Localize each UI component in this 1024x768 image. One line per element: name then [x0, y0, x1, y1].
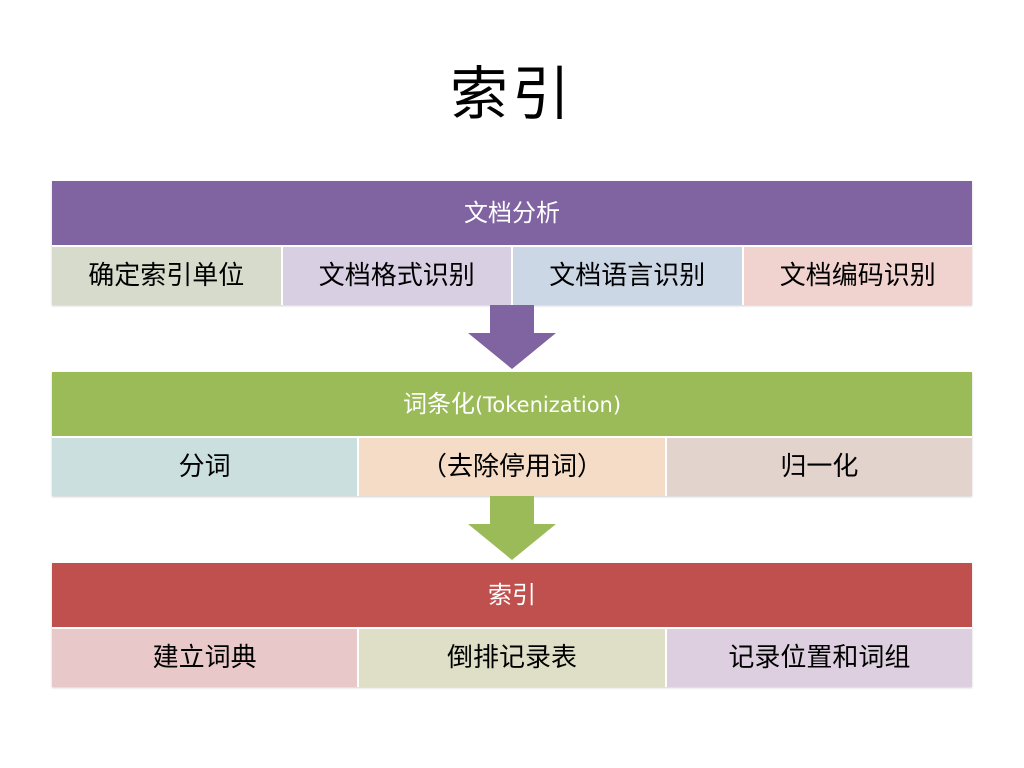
- stage-steps-row: 分词 （去除停用词） 归一化: [52, 436, 972, 496]
- slide-title: 索引: [449, 60, 574, 128]
- stage-header-indexing: 索引: [52, 563, 972, 627]
- stage-indexing: 索引 建立词典 倒排记录表 记录位置和词组: [52, 563, 972, 687]
- down-arrow-2: [468, 496, 556, 560]
- stage-header-label: 词条化: [402, 390, 475, 418]
- step-document-format-recognition: 文档格式识别: [282, 247, 511, 305]
- stage-header-document-analysis: 文档分析: [52, 181, 972, 245]
- stage-tokenization: 词条化(Tokenization) 分词 （去除停用词） 归一化: [52, 372, 972, 496]
- step-build-dictionary: 建立词典: [52, 629, 358, 687]
- down-arrow-shape: [468, 496, 556, 560]
- down-arrow-shape: [468, 305, 556, 369]
- stage-steps-row: 确定索引单位 文档格式识别 文档语言识别 文档编码识别: [52, 245, 972, 305]
- stage-header-suffix: (Tokenization): [474, 393, 622, 417]
- step-word-segmentation: 分词: [52, 438, 358, 496]
- stage-header-label: 索引: [488, 581, 536, 609]
- stage-document-analysis: 文档分析 确定索引单位 文档格式识别 文档语言识别 文档编码识别: [52, 181, 972, 305]
- step-determine-index-unit: 确定索引单位: [52, 247, 281, 305]
- step-normalization: 归一化: [666, 438, 972, 496]
- stage-header-label: 文档分析: [464, 199, 560, 227]
- stage-steps-row: 建立词典 倒排记录表 记录位置和词组: [52, 627, 972, 687]
- step-record-positions-and-phrases: 记录位置和词组: [666, 629, 972, 687]
- step-inverted-postings-list: 倒排记录表: [359, 629, 665, 687]
- step-document-encoding-recognition: 文档编码识别: [743, 247, 972, 305]
- down-arrow-1: [468, 305, 556, 369]
- stage-header-tokenization: 词条化(Tokenization): [52, 372, 972, 436]
- step-remove-stopwords: （去除停用词）: [359, 438, 665, 496]
- step-document-language-recognition: 文档语言识别: [513, 247, 742, 305]
